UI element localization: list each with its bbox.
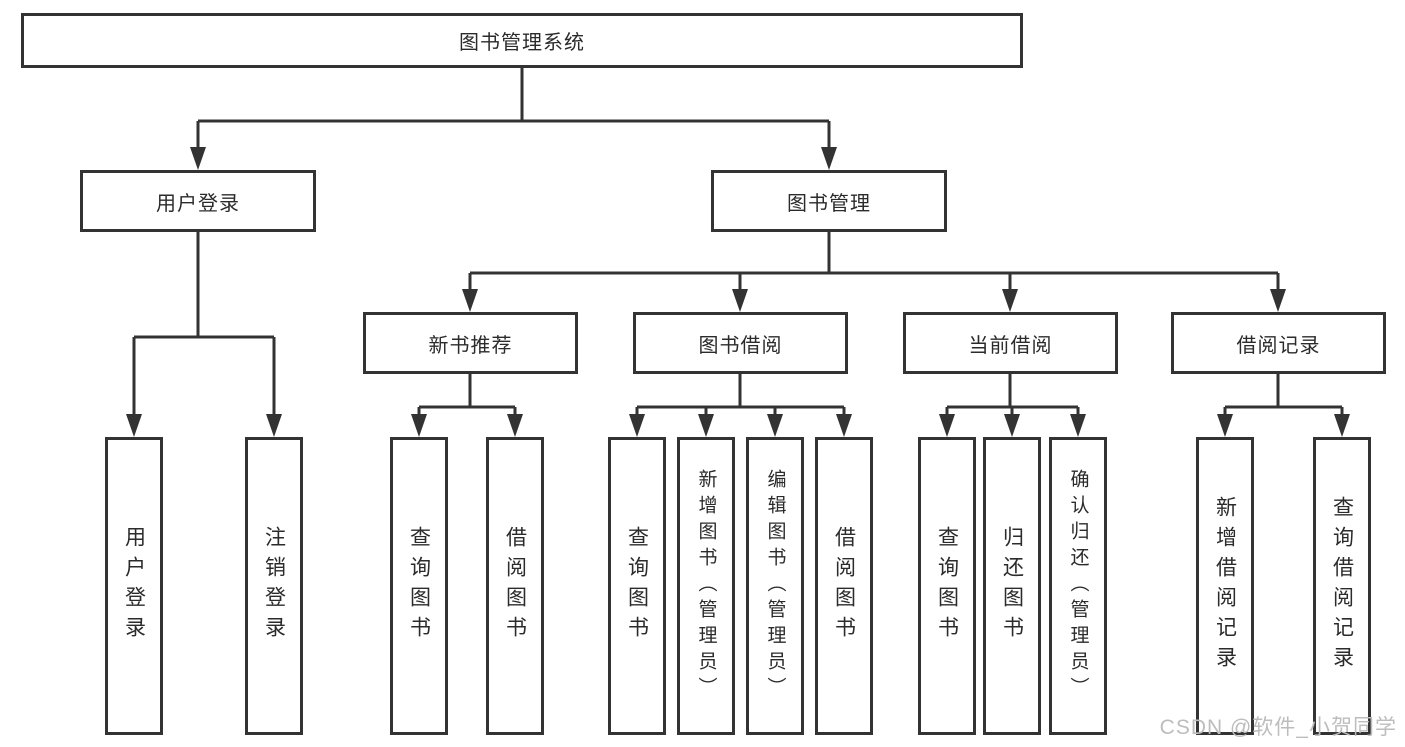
- leaf-user-login: 用户登录: [105, 437, 163, 735]
- node-label: 图书管理系统: [459, 32, 585, 54]
- node-label: 图书管理: [787, 192, 871, 215]
- node-user-login-branch: 用户登录: [80, 170, 316, 232]
- leaf-borrow-books-recommend: 借阅图书: [486, 437, 544, 735]
- leaf-add-books-admin: 新增图书（管理员）: [677, 437, 735, 735]
- node-borrow-records: 借阅记录: [1171, 312, 1386, 374]
- node-label: 借阅图书: [832, 526, 856, 646]
- node-label: 借阅记录: [1236, 334, 1321, 357]
- node-label: 借阅图书: [503, 526, 527, 646]
- node-label: 新增借阅记录: [1213, 496, 1237, 676]
- node-new-book-recommend: 新书推荐: [363, 312, 578, 374]
- node-current-borrowing: 当前借阅: [903, 312, 1118, 374]
- node-label: 当前借阅: [968, 334, 1053, 357]
- node-label: 归还图书: [1000, 526, 1024, 646]
- leaf-confirm-return-admin: 确认归还（管理员）: [1049, 437, 1107, 735]
- leaf-borrow-books: 借阅图书: [815, 437, 873, 735]
- leaf-query-borrow-record: 查询借阅记录: [1313, 437, 1371, 735]
- node-label: 查询图书: [407, 526, 431, 646]
- leaf-add-borrow-record: 新增借阅记录: [1196, 437, 1254, 735]
- leaf-query-books-borrow: 查询图书: [608, 437, 666, 735]
- leaf-query-books-recommend: 查询图书: [390, 437, 448, 735]
- node-label: 新增图书（管理员）: [695, 469, 717, 703]
- node-label: 注销登录: [262, 526, 286, 646]
- node-label: 编辑图书（管理员）: [764, 469, 786, 703]
- leaf-edit-books-admin: 编辑图书（管理员）: [746, 437, 804, 735]
- node-label: 用户登录: [156, 192, 240, 215]
- node-label: 查询借阅记录: [1330, 496, 1354, 676]
- watermark: CSDN @软件_小贺同学: [1159, 716, 1397, 739]
- node-label: 确认归还（管理员）: [1067, 469, 1089, 703]
- arrowhead-icons: [126, 147, 1350, 437]
- leaf-return-books: 归还图书: [983, 437, 1041, 735]
- node-label: 查询图书: [935, 526, 959, 646]
- leaf-query-books-current: 查询图书: [918, 437, 976, 735]
- node-label: 图书借阅: [698, 334, 783, 357]
- node-library-management-system: 图书管理系统: [21, 13, 1023, 68]
- node-label: 用户登录: [122, 526, 146, 646]
- node-book-borrowing: 图书借阅: [633, 312, 848, 374]
- node-label: 新书推荐: [428, 334, 513, 357]
- leaf-logout: 注销登录: [245, 437, 303, 735]
- node-book-management-branch: 图书管理: [711, 170, 947, 232]
- node-label: 查询图书: [625, 526, 649, 646]
